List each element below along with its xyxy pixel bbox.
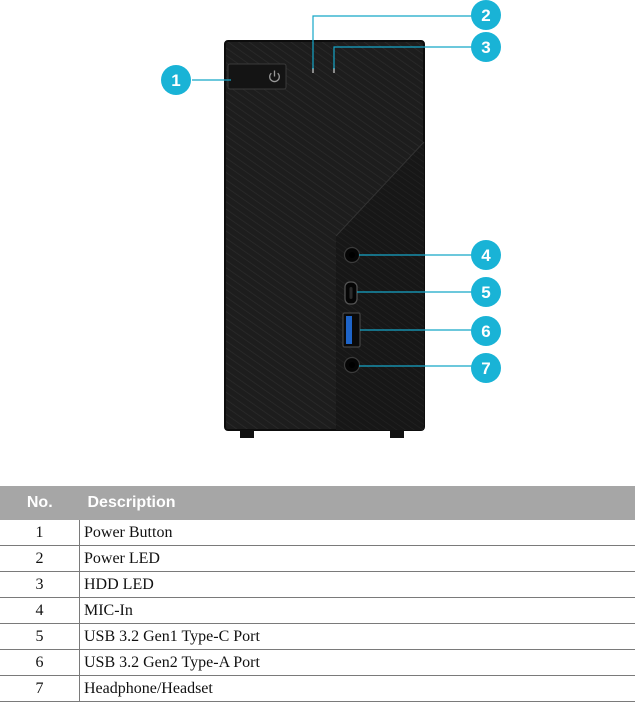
right-foot bbox=[390, 430, 404, 438]
callout-1: 1 bbox=[161, 65, 191, 95]
row-description: USB 3.2 Gen1 Type-C Port bbox=[80, 624, 635, 650]
table-row: 6 USB 3.2 Gen2 Type-A Port bbox=[0, 650, 635, 676]
callout-4: 4 bbox=[471, 240, 501, 270]
row-description: USB 3.2 Gen2 Type-A Port bbox=[80, 650, 635, 676]
row-no: 1 bbox=[0, 520, 80, 546]
port-description-table: No. Description 1 Power Button 2 Power L… bbox=[0, 486, 635, 702]
mic-in-port[interactable] bbox=[345, 248, 360, 263]
row-description: Power Button bbox=[80, 520, 635, 546]
row-description: Headphone/Headset bbox=[80, 676, 635, 702]
table-row: 2 Power LED bbox=[0, 546, 635, 572]
callout-5: 5 bbox=[471, 277, 501, 307]
svg-text:3: 3 bbox=[481, 38, 490, 57]
headphone-port[interactable] bbox=[345, 358, 360, 373]
callout-3: 3 bbox=[471, 32, 501, 62]
callout-7: 7 bbox=[471, 353, 501, 383]
chassis bbox=[225, 41, 424, 438]
svg-text:1: 1 bbox=[171, 71, 180, 90]
table-row: 3 HDD LED bbox=[0, 572, 635, 598]
row-description: Power LED bbox=[80, 546, 635, 572]
header-no: No. bbox=[0, 486, 80, 520]
left-foot bbox=[240, 430, 254, 438]
row-description: MIC-In bbox=[80, 598, 635, 624]
header-description: Description bbox=[80, 486, 635, 520]
svg-text:4: 4 bbox=[481, 246, 491, 265]
usb-type-a-port[interactable] bbox=[343, 313, 360, 347]
row-no: 6 bbox=[0, 650, 80, 676]
table-header-row: No. Description bbox=[0, 486, 635, 520]
callout-2: 2 bbox=[471, 0, 501, 30]
row-no: 3 bbox=[0, 572, 80, 598]
callout-6: 6 bbox=[471, 316, 501, 346]
table-row: 5 USB 3.2 Gen1 Type-C Port bbox=[0, 624, 635, 650]
svg-text:2: 2 bbox=[481, 6, 490, 25]
svg-text:6: 6 bbox=[481, 322, 490, 341]
table-row: 4 MIC-In bbox=[0, 598, 635, 624]
row-no: 2 bbox=[0, 546, 80, 572]
svg-text:5: 5 bbox=[481, 283, 490, 302]
usb-type-c-port[interactable] bbox=[345, 282, 357, 304]
table-row: 7 Headphone/Headset bbox=[0, 676, 635, 702]
row-no: 5 bbox=[0, 624, 80, 650]
row-no: 4 bbox=[0, 598, 80, 624]
table-row: 1 Power Button bbox=[0, 520, 635, 546]
svg-text:7: 7 bbox=[481, 359, 490, 378]
row-description: HDD LED bbox=[80, 572, 635, 598]
power-button[interactable] bbox=[228, 64, 286, 89]
row-no: 7 bbox=[0, 676, 80, 702]
front-panel-diagram: 1 2 3 4 5 6 7 bbox=[0, 0, 635, 480]
